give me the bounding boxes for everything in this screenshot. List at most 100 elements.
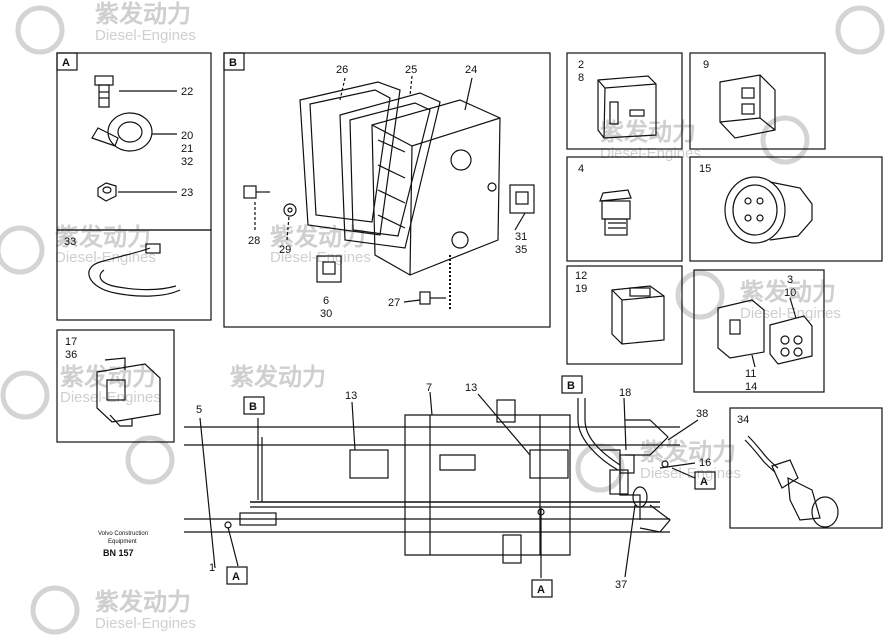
callout: 33 [64,236,76,248]
callout: 23 [181,187,193,199]
panel-17-36 [56,329,175,443]
seal-frame-icon [339,92,441,249]
watermark-en: Diesel-Engines [95,27,196,44]
panel-15 [689,156,883,262]
cover-box-icon [371,99,501,276]
ref-tag-box [243,396,265,415]
panel-3-10 [693,269,825,393]
watermark-cn: 紫发动力 [60,363,156,391]
panel-a [56,52,212,231]
watermark-en: Diesel-Engines [270,249,371,266]
callout: 32 [181,156,193,168]
grommet-clamp-icon [91,112,153,152]
watermark-en: Diesel-Engines [740,305,841,322]
callout: 18 [619,387,631,399]
callout: 14 [745,381,757,393]
callout: 8 [578,72,584,84]
screw-icon [243,185,446,305]
connector-pair-icon [717,299,813,365]
callout: 17 [65,336,77,348]
watermark-en: Diesel-Engines [600,145,701,162]
panel-4 [566,156,683,262]
ref-tag: A [232,571,240,583]
callout: 11 [745,368,756,380]
callout: 3 [787,274,793,286]
watermark-en: Diesel-Engines [60,389,161,406]
callout: 21 [181,143,193,155]
ref-tag: B [567,380,575,392]
footer-line1: Volvo Construction [98,531,148,537]
panel-b-tag: B [229,57,237,69]
clip-nut-icon [316,184,535,283]
watermark-cn: 紫发动力 [600,118,696,146]
callout: 37 [615,579,627,591]
ref-tag-box [561,375,583,394]
footer-code: BN 157 [103,548,134,558]
watermark-cn: 紫发动力 [740,278,836,306]
ref-tag-box [694,471,716,490]
callout: 5 [196,404,202,416]
watermark-logo-icon [0,5,885,635]
callout: 38 [696,408,708,420]
callout: 7 [426,382,432,394]
watermark-en: Diesel-Engines [640,465,741,482]
callout: 1 [209,562,215,574]
callout: 31 [515,231,527,243]
washer-icon [283,203,297,217]
watermark-cn: 紫发动力 [640,438,736,466]
callout: 20 [181,130,193,142]
gasket-icon [299,81,401,236]
callout: 16 [699,457,711,469]
panel-34 [729,407,883,529]
callout: 34 [737,414,749,426]
watermark-cn: 紫发动力 [95,0,191,28]
cable-tie-icon [88,243,181,297]
ref-tag: A [700,476,708,488]
frame-assembly [184,391,699,578]
panel-2-8 [566,52,683,150]
panel-a-tag: A [62,57,70,69]
callout: 36 [65,349,77,361]
ref-tag: A [537,584,545,596]
callout: 13 [345,390,357,402]
callout: 24 [465,64,477,76]
callout: 26 [336,64,348,76]
plug-icon [719,74,776,139]
watermark-cn: 紫发动力 [95,588,191,616]
ref-tag-box [531,579,553,598]
callout: 12 [575,270,587,282]
callout: 15 [699,163,711,175]
watermark-cn: 紫发动力 [270,223,366,251]
callout: 28 [248,235,260,247]
watermark-cn: 紫发动力 [230,363,326,391]
callout: 9 [703,59,709,71]
sensor-icon [744,435,839,528]
watermark-cn: 紫发动力 [55,223,151,251]
watermark-en: Diesel-Engines [95,615,196,632]
callout: 29 [279,244,291,256]
callout: 30 [320,308,332,320]
bolt-icon [94,75,114,108]
callout: 19 [575,283,587,295]
labels: A 22 20 21 32 23 33 B 26 25 24 28 29 31 … [62,57,796,596]
relay-icon [611,285,665,345]
callout: 4 [578,163,584,175]
panel-12-19 [566,265,683,365]
callout: 35 [515,244,527,256]
callout: 13 [465,382,477,394]
panel-33 [56,229,212,321]
ref-tag-box [226,566,248,585]
panel-b [223,52,551,328]
nut-icon [97,182,117,202]
panel-9 [689,52,826,150]
callout: 10 [784,287,796,299]
socket-icon [724,176,813,244]
footer-line2: Equipment [108,539,137,545]
callout: 2 [578,59,584,71]
fitting-icon [599,189,632,236]
callout: 25 [405,64,417,76]
callout: 22 [181,86,193,98]
housing-icon [96,357,161,427]
